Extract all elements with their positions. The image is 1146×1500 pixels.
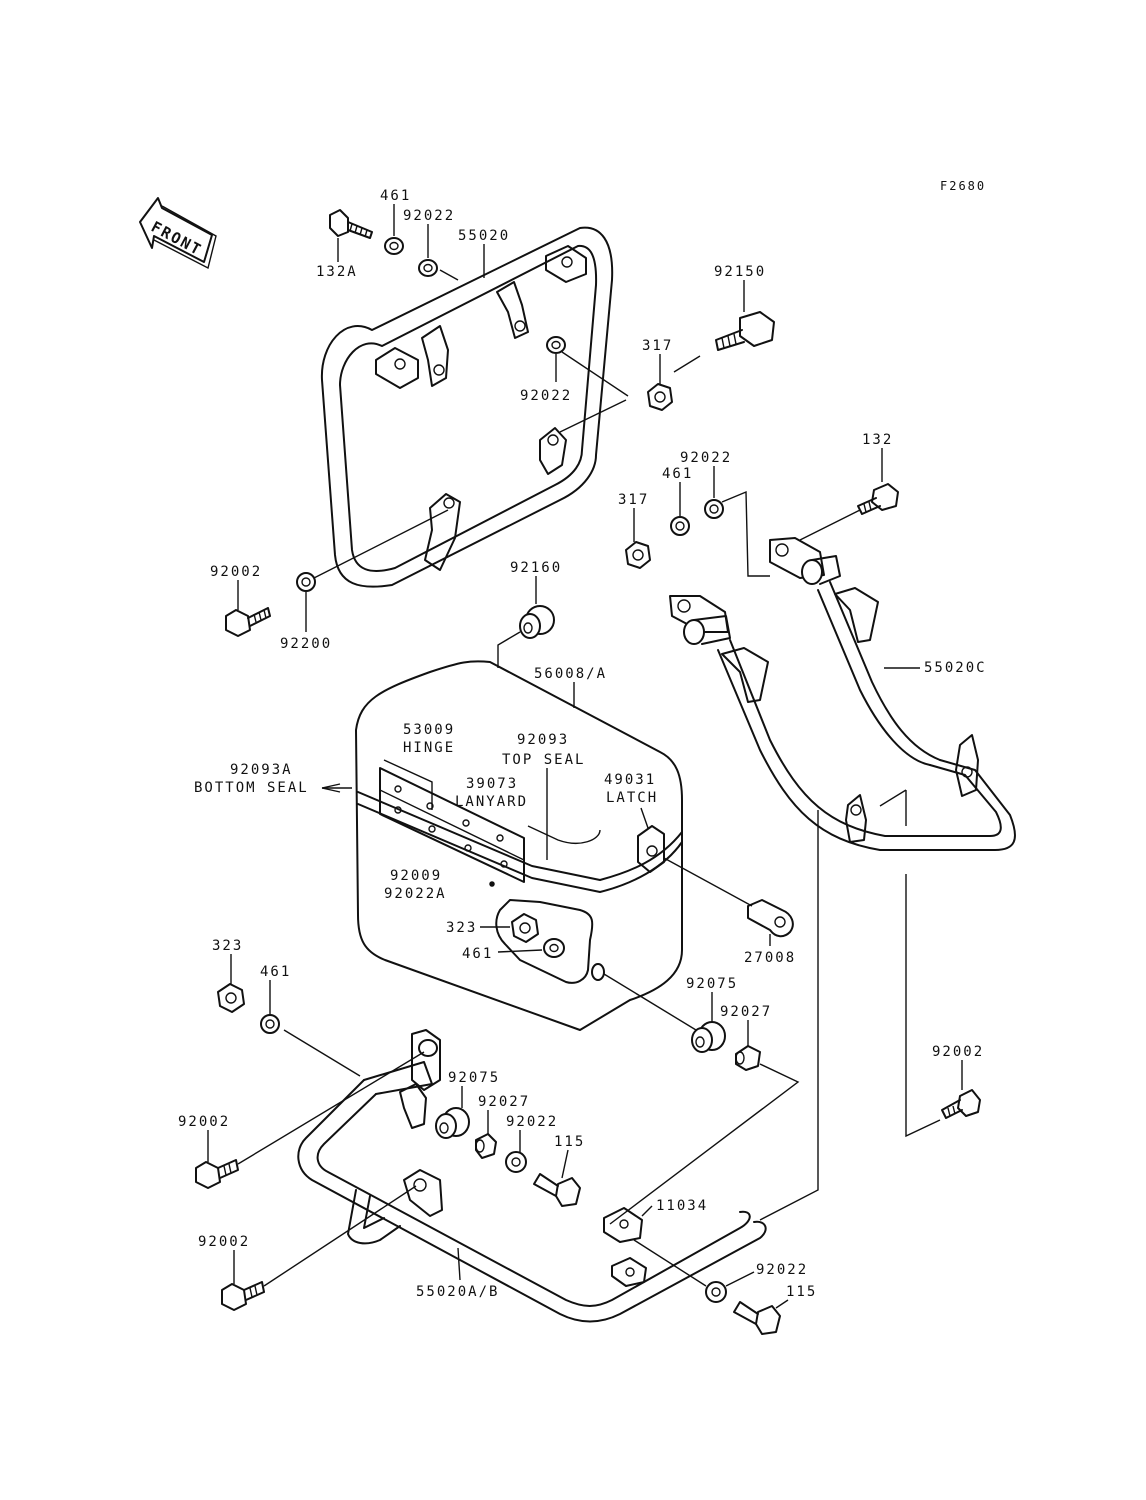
label-92002-lower2: 92002 (198, 1234, 250, 1250)
washer-92200-icon (296, 572, 316, 592)
washer-461-left-icon (260, 1014, 280, 1034)
label-92022A: 92022A (384, 886, 447, 902)
bolt-132A-icon (329, 209, 373, 239)
nut-323-inner-icon (511, 913, 539, 943)
bolt-115-bottom-icon (733, 1301, 781, 1335)
bolt-132-icon (857, 483, 899, 515)
label-317-right: 317 (618, 492, 649, 508)
label-hinge: HINGE (403, 740, 455, 756)
label-92022-top: 92022 (403, 208, 455, 224)
label-latch: LATCH (606, 790, 658, 806)
figure-code: F2680 (940, 179, 986, 193)
bolt-92002-lower1-icon (195, 1159, 239, 1189)
washer-92022-right-icon (704, 499, 724, 519)
case-56008A (355, 660, 683, 1031)
label-92022-low: 92022 (506, 1114, 558, 1130)
label-461-inner: 461 (462, 946, 493, 962)
washer-92022-bottom-icon (705, 1281, 727, 1303)
label-lanyard: LANYARD (455, 794, 528, 810)
label-115-bottom: 115 (786, 1284, 817, 1300)
washer-92022-low-icon (505, 1151, 527, 1173)
label-323-inner: 323 (446, 920, 477, 936)
label-bottom-seal: BOTTOM SEAL (194, 780, 309, 796)
bolt-92150-icon (715, 311, 775, 351)
label-top-seal: TOP SEAL (502, 752, 585, 768)
label-317-top: 317 (642, 338, 673, 354)
bolt-92002-lower2-icon (221, 1281, 265, 1311)
right-rack-55020C (669, 537, 1016, 851)
collar-92027-right-icon (735, 1045, 761, 1071)
bolt-92002-right-icon (941, 1089, 981, 1119)
nut-317-top-icon (647, 383, 673, 411)
washer-92022-mid-icon (546, 336, 566, 354)
washer-461-inner-icon (543, 938, 565, 958)
nut-317-right-icon (625, 541, 651, 569)
label-53009: 53009 (403, 722, 455, 738)
label-55020C: 55020C (924, 660, 987, 676)
label-55020: 55020 (458, 228, 510, 244)
label-92022-right: 92022 (680, 450, 732, 466)
label-132A: 132A (316, 264, 358, 280)
label-92027-left: 92027 (478, 1094, 530, 1110)
label-55020AB: 55020A/B (416, 1284, 499, 1300)
label-92027-right: 92027 (720, 1004, 772, 1020)
nut-323-left-icon (217, 983, 245, 1013)
grommet-92075-left-icon (435, 1107, 470, 1139)
label-92009: 92009 (390, 868, 442, 884)
lower-rack-55020AB (297, 1029, 767, 1323)
grommet-92075-right-icon (691, 1021, 726, 1053)
upper-rack-55020 (320, 226, 614, 588)
label-92160: 92160 (510, 560, 562, 576)
label-56008A: 56008/A (534, 666, 607, 682)
label-27008: 27008 (744, 950, 796, 966)
label-92002-lower1: 92002 (178, 1114, 230, 1130)
label-92150: 92150 (714, 264, 766, 280)
label-115-low: 115 (554, 1134, 585, 1150)
bolt-115-low-icon (533, 1173, 581, 1207)
front-label: FRONT (148, 218, 205, 260)
bolt-92002-left-icon (225, 607, 271, 637)
label-92022-bottom: 92022 (756, 1262, 808, 1278)
label-92075-right: 92075 (686, 976, 738, 992)
label-92200: 92200 (280, 636, 332, 652)
label-11034: 11034 (656, 1198, 708, 1214)
washer-461-top-icon (384, 237, 404, 255)
label-92093: 92093 (517, 732, 569, 748)
label-461-left: 461 (260, 964, 291, 980)
label-39073: 39073 (466, 776, 518, 792)
label-132: 132 (862, 432, 893, 448)
label-49031: 49031 (604, 772, 656, 788)
front-arrow-icon: FRONT (139, 197, 217, 270)
label-92093A: 92093A (230, 762, 293, 778)
washer-92022-top-icon (418, 259, 438, 277)
collar-92027-left-icon (475, 1133, 497, 1159)
label-92002-right: 92002 (932, 1044, 984, 1060)
label-323-left: 323 (212, 938, 243, 954)
lanyard-27008-icon (747, 899, 794, 938)
label-92002-left: 92002 (210, 564, 262, 580)
label-92075-left: 92075 (448, 1070, 500, 1086)
label-92022-mid: 92022 (520, 388, 572, 404)
label-461-right: 461 (662, 466, 693, 482)
label-461-top: 461 (380, 188, 411, 204)
washer-461-right-icon (670, 516, 690, 536)
grommet-92160-icon (519, 605, 555, 639)
